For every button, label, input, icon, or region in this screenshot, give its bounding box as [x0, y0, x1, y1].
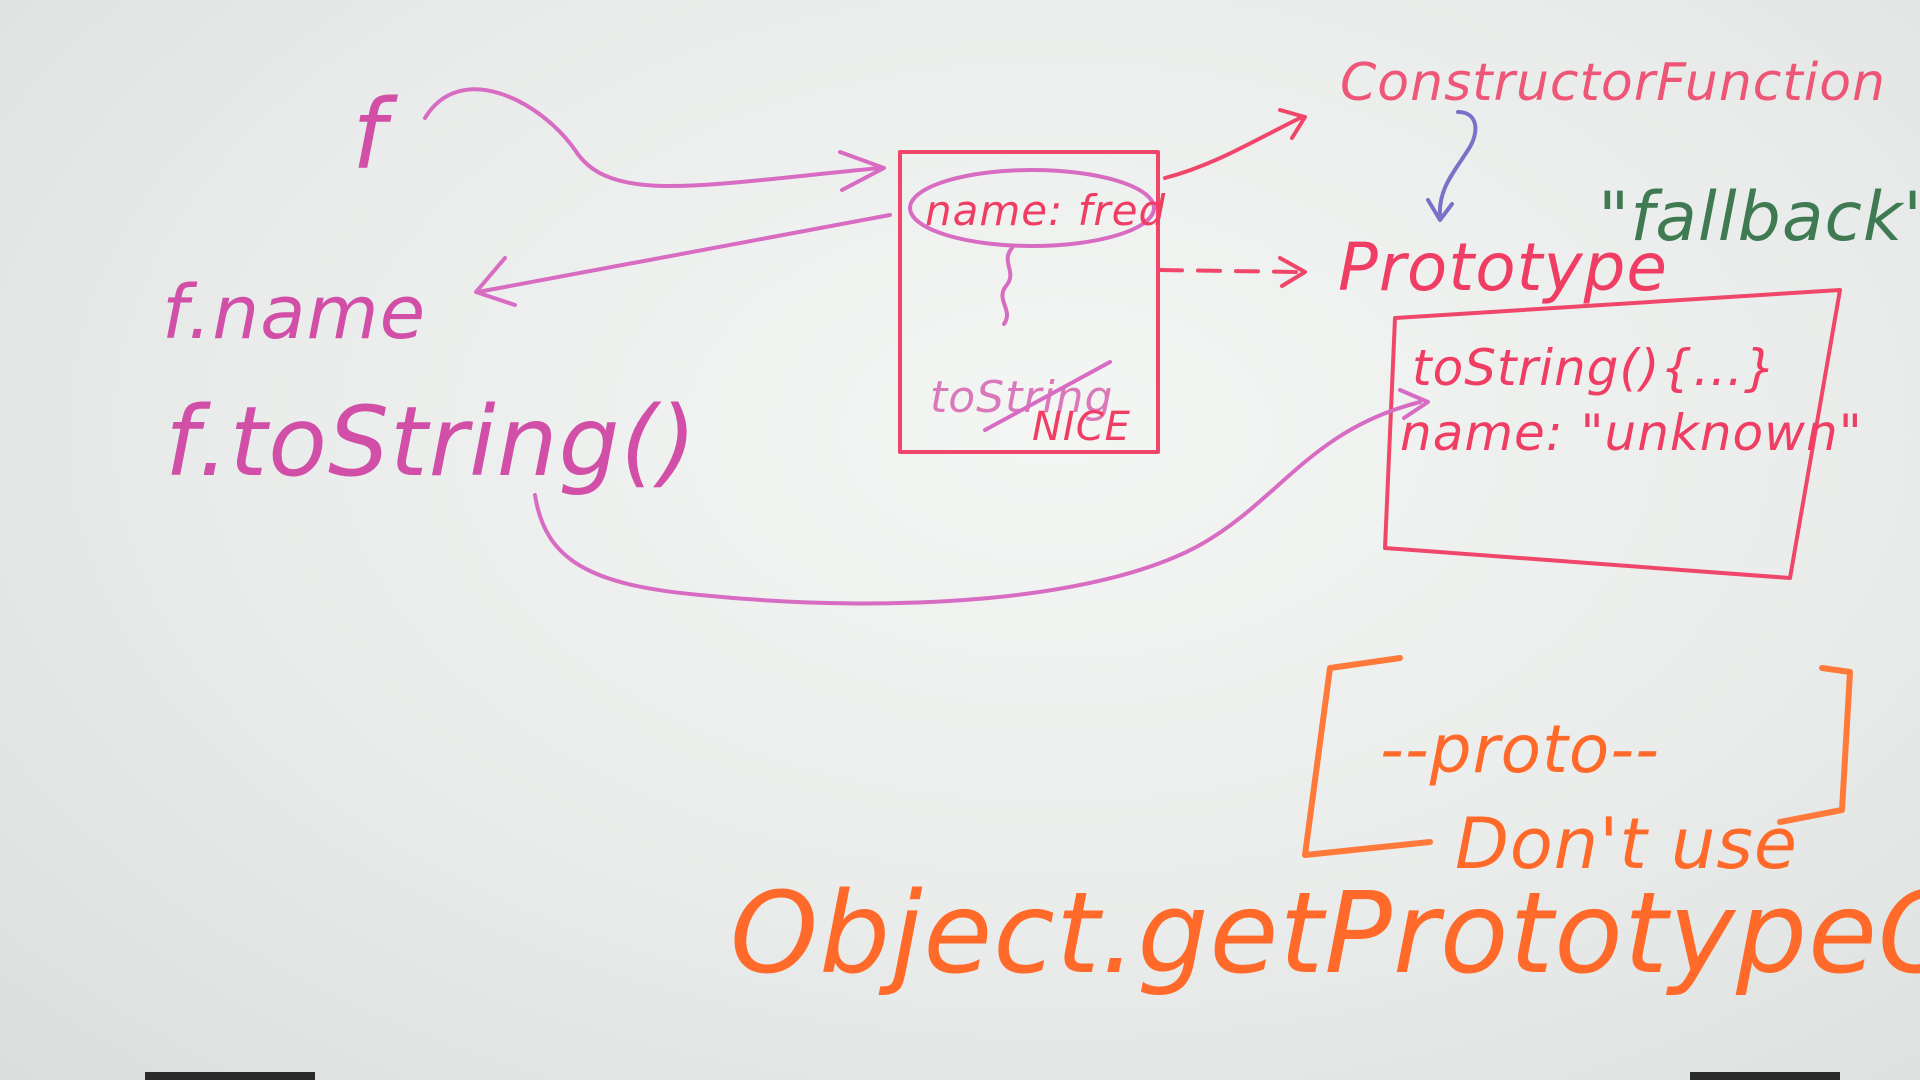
get-prototype-of-call: Object.getPrototypeOf(...) — [730, 869, 1920, 999]
fallback-label: "fallback" — [1598, 178, 1920, 257]
proto-bracket-left — [1302, 655, 1433, 858]
nice-annotation: NICE — [1032, 404, 1131, 450]
f-tostring-expression: f.toString() — [165, 386, 697, 498]
prototype-label: Prototype — [1338, 229, 1668, 306]
arrow-object-to-fname-head — [474, 256, 517, 307]
arrow-constructor-to-prototype-head — [1426, 198, 1454, 222]
arrow-f-to-object — [423, 87, 882, 188]
arrow-tostring-to-prototype — [533, 400, 1422, 606]
proto-property: --proto-- — [1380, 711, 1660, 788]
arrow-to-constructor — [1163, 116, 1302, 180]
board-tray-left — [145, 1072, 315, 1080]
arrow-tostring-to-prototype-head — [1398, 388, 1430, 420]
prototype-box — [1383, 288, 1842, 580]
prototype-name-property: name: "unknown" — [1400, 404, 1863, 462]
prototype-tostring: toString(){...} — [1412, 339, 1777, 397]
f-name-expression: f.name — [162, 270, 426, 356]
tostring-crossout — [983, 360, 1112, 432]
name-fred-ellipse — [908, 168, 1156, 248]
arrow-f-to-object-head — [838, 150, 886, 192]
object-box — [898, 150, 1160, 454]
arrow-constructor-to-prototype — [1437, 110, 1478, 220]
board-tray-right — [1690, 1072, 1840, 1080]
object-tostring-method: toString — [930, 372, 1113, 423]
object-name-property: name: fred — [925, 186, 1166, 235]
constructor-function-label: ConstructorFunction — [1340, 53, 1886, 113]
dont-use-note: Don't use — [1455, 803, 1798, 885]
dashed-arrow-to-prototype-head — [1278, 256, 1307, 288]
dashed-arrow-to-prototype — [1158, 268, 1302, 274]
object-squiggle — [1000, 246, 1014, 326]
arrow-to-constructor-head — [1278, 108, 1307, 140]
arrow-object-to-fname — [476, 213, 892, 294]
variable-f: f — [352, 79, 398, 191]
proto-bracket-right — [1777, 665, 1853, 825]
